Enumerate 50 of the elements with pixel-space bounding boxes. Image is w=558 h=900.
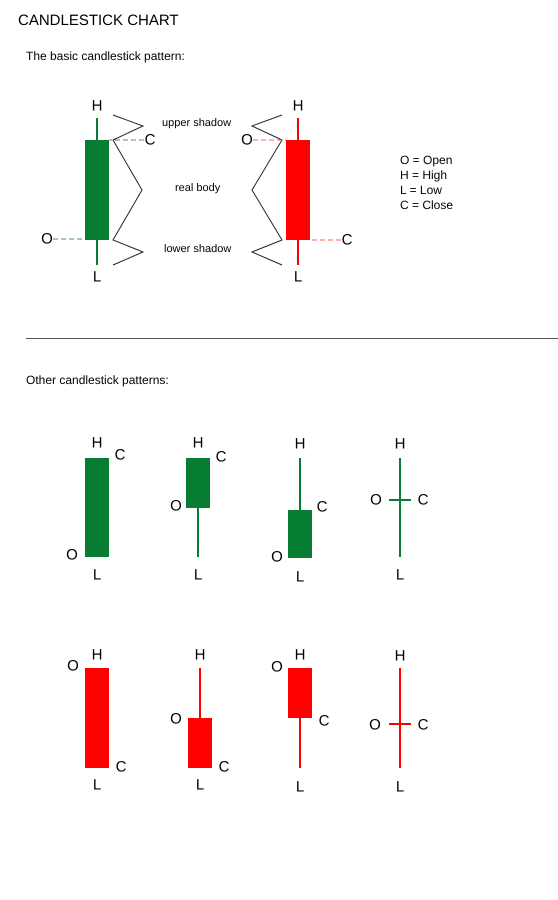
price-letter: L bbox=[92, 568, 102, 582]
price-letter: C bbox=[114, 448, 126, 462]
text-label: Other candlestick patterns: bbox=[26, 374, 169, 386]
price-letter: O bbox=[66, 548, 78, 562]
price-letter: O bbox=[67, 658, 79, 674]
price-letter: H bbox=[194, 648, 206, 662]
price-letter: C bbox=[144, 132, 156, 148]
price-letter: C bbox=[418, 718, 428, 732]
price-letter: C bbox=[218, 760, 230, 774]
price-letter: H bbox=[92, 98, 102, 114]
text-label: H = High bbox=[400, 169, 448, 181]
price-letter: O bbox=[271, 660, 283, 674]
price-letter: O bbox=[170, 712, 182, 726]
text-label: C = Close bbox=[400, 199, 454, 211]
price-letter: O bbox=[241, 132, 253, 148]
price-letter: O bbox=[41, 232, 53, 246]
price-letter: L bbox=[296, 570, 304, 584]
price-letter: H bbox=[92, 436, 102, 450]
price-letter: L bbox=[92, 270, 102, 284]
price-letter: L bbox=[196, 778, 204, 792]
price-letter: H bbox=[292, 98, 304, 114]
price-letter: O bbox=[170, 498, 182, 514]
price-letter: C bbox=[316, 500, 328, 514]
price-letter: C bbox=[418, 492, 428, 508]
text-label: lower shadow bbox=[164, 244, 232, 255]
price-letter: H bbox=[294, 648, 306, 662]
price-letter: O bbox=[369, 718, 381, 732]
price-letter: L bbox=[396, 568, 404, 582]
price-letter: L bbox=[294, 270, 302, 284]
price-letter: L bbox=[296, 780, 304, 794]
price-letter: L bbox=[194, 568, 202, 582]
text-label: real body bbox=[175, 183, 220, 194]
price-letter: C bbox=[216, 450, 226, 464]
price-letter: C bbox=[116, 760, 126, 774]
text-label: upper shadow bbox=[162, 118, 232, 129]
price-letter: H bbox=[294, 436, 306, 452]
price-letter: L bbox=[92, 778, 102, 792]
price-letter: O bbox=[370, 492, 382, 508]
text-label: L = Low bbox=[400, 184, 442, 196]
price-letter: H bbox=[192, 436, 204, 450]
price-letter: C bbox=[342, 232, 352, 248]
price-letter: L bbox=[396, 780, 404, 794]
text-label: The basic candlestick pattern: bbox=[26, 50, 185, 62]
price-letter: H bbox=[394, 648, 406, 664]
price-letter: H bbox=[92, 648, 102, 662]
price-letter: C bbox=[318, 714, 330, 728]
price-letter: O bbox=[271, 550, 283, 564]
chart-title: CANDLESTICK CHART bbox=[18, 11, 179, 31]
text-label: O = Open bbox=[400, 154, 452, 166]
price-letter: H bbox=[394, 436, 406, 452]
